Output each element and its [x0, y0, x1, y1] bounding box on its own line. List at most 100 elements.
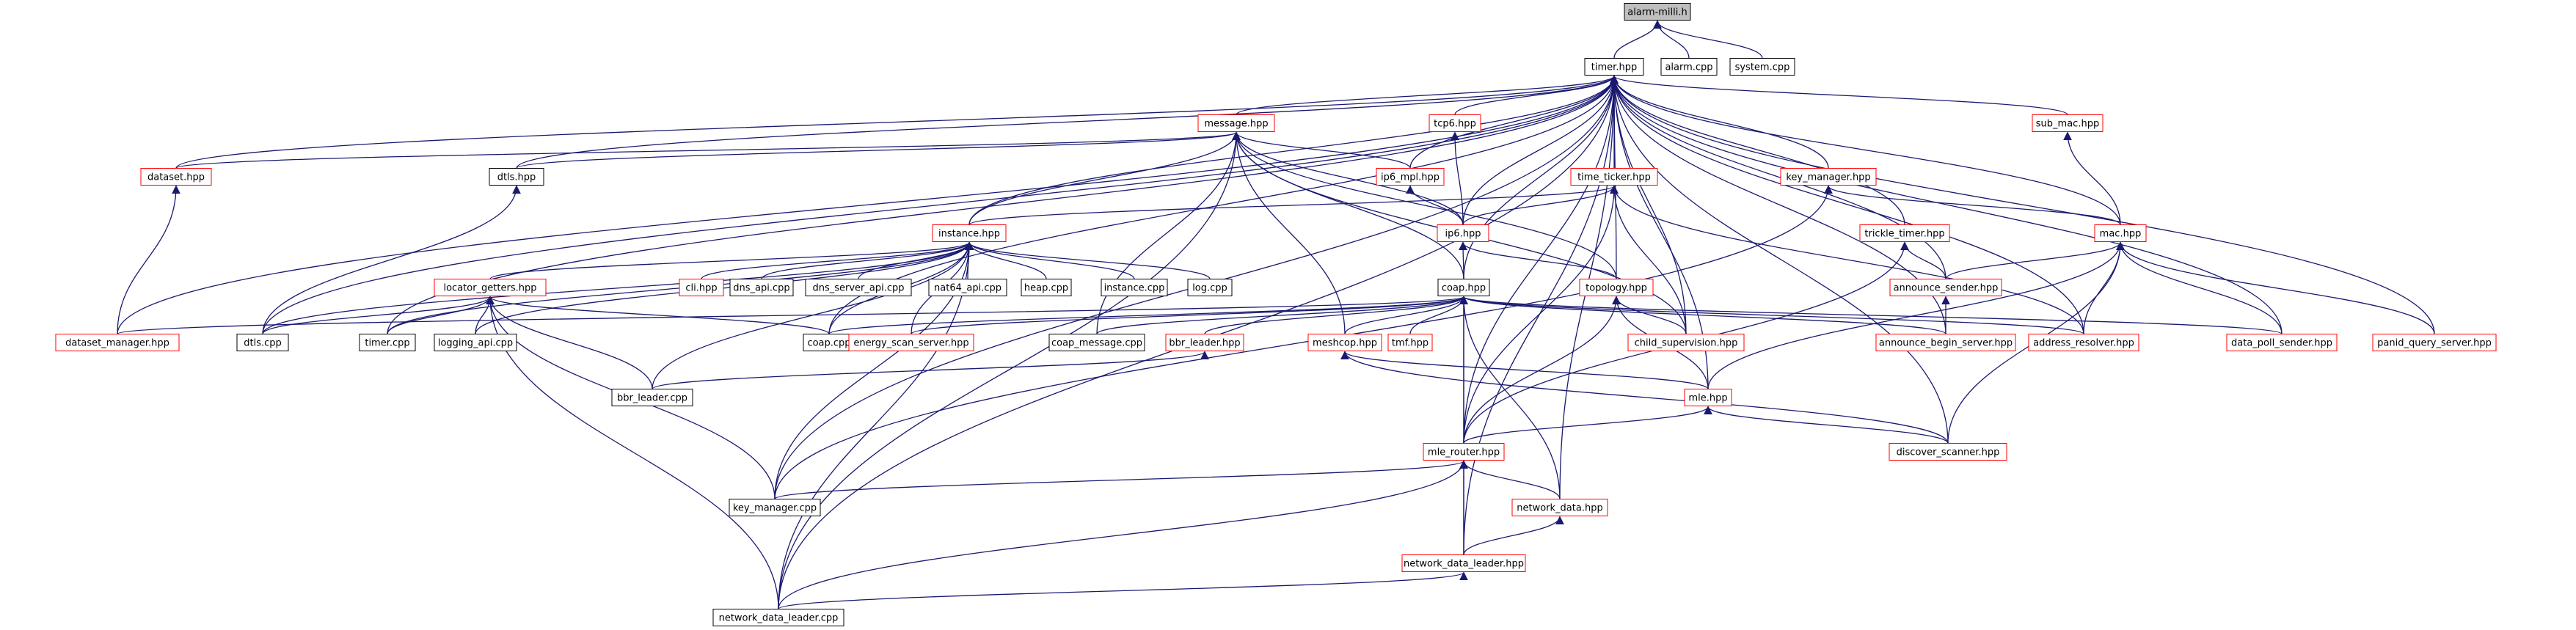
node-box — [2094, 224, 2147, 242]
node-timer_hpp[interactable]: timer.hpp — [1584, 58, 1644, 76]
edge-ip6_mpl_hpp-to-message_hpp — [1232, 131, 1411, 169]
node-label: dataset.hpp — [147, 172, 205, 183]
node-coap_cpp[interactable]: coap.cpp — [803, 334, 855, 351]
node-dtls_cpp[interactable]: dtls.cpp — [236, 334, 289, 351]
edge-instance_cpp-to-instance_hpp — [965, 241, 1135, 279]
node-announce_begin_server_hpp[interactable]: announce_begin_server.hpp — [1875, 334, 2016, 351]
edge-trickle_timer_hpp-to-timer_hpp — [1610, 75, 1905, 225]
node-mle_router_hpp[interactable]: mle_router.hpp — [1423, 443, 1505, 461]
node-coap_message_cpp[interactable]: coap_message.cpp — [1048, 334, 1145, 351]
edge-ip6_mpl_hpp-to-timer_hpp — [1409, 75, 1619, 169]
node-panid_query_server_hpp[interactable]: panid_query_server.hpp — [2372, 334, 2497, 351]
node-box — [1376, 168, 1445, 186]
node-box — [1859, 224, 1950, 242]
edge-timer_cpp-to-instance_hpp — [387, 241, 974, 334]
node-announce_sender_hpp[interactable]: announce_sender.hpp — [1889, 279, 2002, 296]
edge-mle_router_hpp-to-topology_hpp — [1463, 296, 1621, 444]
edge-child_supervision_hpp-to-topology_hpp — [1612, 296, 1687, 334]
node-dtls_hpp[interactable]: dtls.hpp — [489, 168, 544, 186]
node-box — [1307, 334, 1382, 351]
node-timer_cpp[interactable]: timer.cpp — [359, 334, 416, 351]
node-ip6_mpl_hpp[interactable]: ip6_mpl.hpp — [1376, 168, 1445, 186]
edge-network_data_leader_cpp-to-message_hpp — [778, 131, 1241, 609]
node-dataset_hpp[interactable]: dataset.hpp — [140, 168, 212, 186]
node-logging_api_cpp[interactable]: logging_api.cpp — [434, 334, 517, 351]
node-box — [1437, 279, 1490, 296]
node-label: system.cpp — [1735, 62, 1790, 73]
node-tmf_hpp[interactable]: tmf.hpp — [1387, 334, 1433, 351]
edge-network_data_leader_cpp-to-mle_router_hpp — [778, 460, 1468, 609]
edge-network_data_leader_cpp-to-network_data_leader_hpp — [778, 571, 1468, 610]
node-key_manager_hpp[interactable]: key_manager.hpp — [1780, 168, 1877, 186]
edge-discover_scanner_hpp-to-timer_hpp — [1610, 75, 1949, 444]
node-ip6_hpp[interactable]: ip6.hpp — [1437, 224, 1489, 242]
node-box — [712, 609, 844, 626]
node-box — [1684, 389, 1732, 406]
edge-bbr_leader_cpp-to-instance_hpp — [652, 241, 974, 389]
node-locator_getters_hpp[interactable]: locator_getters.hpp — [434, 279, 547, 296]
node-box — [1584, 58, 1644, 76]
edge-tcp6_hpp-to-timer_hpp — [1454, 75, 1619, 115]
node-label: alarm-milli.h — [1627, 7, 1687, 18]
node-alarm_milli_h[interactable]: alarm-milli.h — [1624, 3, 1691, 21]
node-heap_cpp[interactable]: heap.cpp — [1021, 279, 1072, 296]
node-bbr_leader_hpp[interactable]: bbr_leader.hpp — [1165, 334, 1244, 351]
edge-message_hpp-to-timer_hpp — [1236, 75, 1619, 116]
node-box — [729, 279, 794, 296]
node-topology_hpp[interactable]: topology.hpp — [1579, 279, 1654, 296]
node-dns_server_api_cpp[interactable]: dns_server_api.cpp — [805, 279, 912, 296]
node-box — [236, 334, 289, 351]
node-mle_hpp[interactable]: mle.hpp — [1684, 389, 1732, 406]
node-network_data_hpp[interactable]: network_data.hpp — [1511, 499, 1608, 516]
node-message_hpp[interactable]: message.hpp — [1197, 114, 1275, 132]
node-box — [1429, 114, 1481, 132]
node-label: cli.hpp — [685, 283, 717, 294]
node-cli_hpp[interactable]: cli.hpp — [679, 279, 724, 296]
node-label: network_data_leader.cpp — [719, 613, 839, 624]
node-tcp6_hpp[interactable]: tcp6.hpp — [1429, 114, 1481, 132]
edge-ip6_hpp-to-message_hpp — [1232, 131, 1464, 225]
node-coap_hpp[interactable]: coap.hpp — [1437, 279, 1490, 296]
node-child_supervision_hpp[interactable]: child_supervision.hpp — [1627, 334, 1745, 351]
node-data_poll_sender_hpp[interactable]: data_poll_sender.hpp — [2226, 334, 2338, 351]
node-bbr_leader_cpp[interactable]: bbr_leader.cpp — [611, 389, 693, 406]
node-label: ip6.hpp — [1445, 229, 1481, 240]
node-discover_scanner_hpp[interactable]: discover_scanner.hpp — [1889, 443, 2007, 461]
node-alarm_cpp[interactable]: alarm.cpp — [1660, 58, 1718, 76]
node-meshcop_hpp[interactable]: meshcop.hpp — [1307, 334, 1382, 351]
node-key_manager_cpp[interactable]: key_manager.cpp — [729, 499, 821, 516]
node-label: sub_mac.hpp — [2036, 119, 2099, 130]
node-dataset_manager_hpp[interactable]: dataset_manager.hpp — [55, 334, 180, 351]
node-box — [489, 168, 544, 186]
node-address_resolver_hpp[interactable]: address_resolver.hpp — [2028, 334, 2139, 351]
node-label: nat64_api.cpp — [934, 283, 1001, 294]
edge-discover_scanner_hpp-to-mle_hpp — [1704, 406, 1949, 444]
node-mac_hpp[interactable]: mac.hpp — [2094, 224, 2147, 242]
node-log_cpp[interactable]: log.cpp — [1187, 279, 1233, 296]
node-dns_api_cpp[interactable]: dns_api.cpp — [729, 279, 794, 296]
node-trickle_timer_hpp[interactable]: trickle_timer.hpp — [1859, 224, 1950, 242]
node-energy_scan_server_hpp[interactable]: energy_scan_server.hpp — [848, 334, 974, 351]
edge-address_resolver_hpp-to-coap_hpp — [1459, 296, 2084, 335]
node-nat64_api_cpp[interactable]: nat64_api.cpp — [928, 279, 1007, 296]
node-box — [2226, 334, 2338, 351]
edge-mle_hpp-to-meshcop_hpp — [1340, 351, 1709, 390]
edge-address_resolver_hpp-to-timer_hpp — [1610, 75, 2084, 334]
node-instance_hpp[interactable]: instance.hpp — [932, 224, 1007, 242]
edge-network_data_hpp-to-coap_hpp — [1459, 296, 1561, 499]
node-box — [1511, 499, 1608, 516]
node-box — [1187, 279, 1233, 296]
edge-address_resolver_hpp-to-time_ticker_hpp — [1610, 185, 2084, 334]
node-box — [2032, 114, 2104, 132]
node-sub_mac_hpp[interactable]: sub_mac.hpp — [2032, 114, 2104, 132]
node-network_data_leader_cpp[interactable]: network_data_leader.cpp — [712, 609, 844, 626]
node-time_ticker_hpp[interactable]: time_ticker.hpp — [1570, 168, 1658, 186]
edge-key_manager_hpp-to-timer_hpp — [1610, 75, 1829, 169]
node-box — [679, 279, 724, 296]
node-network_data_leader_hpp[interactable]: network_data_leader.hpp — [1401, 554, 1526, 572]
edge-announce_begin_server_hpp-to-coap_hpp — [1459, 296, 1946, 335]
node-system_cpp[interactable]: system.cpp — [1729, 58, 1795, 76]
node-label: tmf.hpp — [1392, 338, 1429, 349]
node-instance_cpp[interactable]: instance.cpp — [1101, 279, 1168, 296]
edge-mle_hpp-to-mac_hpp — [1707, 241, 2125, 389]
